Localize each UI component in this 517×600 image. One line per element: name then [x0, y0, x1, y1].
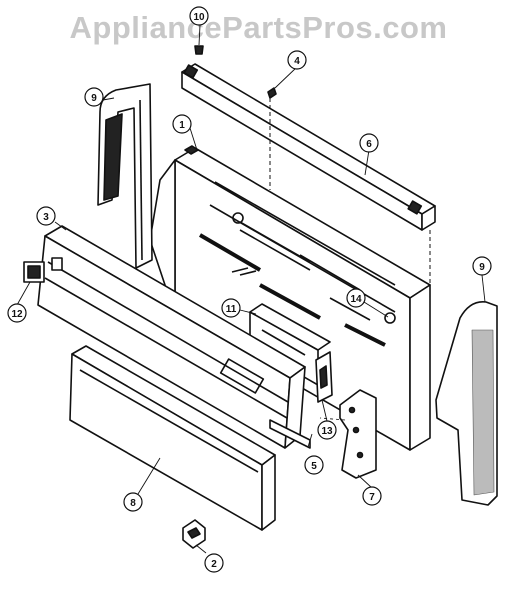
watermark-text: AppliancePartsPros.com	[69, 10, 448, 45]
callout-3: 3	[36, 206, 56, 226]
callout-10: 10	[189, 6, 209, 26]
callout-1-label: 1	[179, 120, 185, 131]
part-9-left-side-trim	[97, 83, 153, 269]
part-8-lower-panel	[69, 345, 276, 531]
part-9-right-side-trim	[435, 301, 498, 506]
callout-13: 13	[317, 420, 337, 440]
callout-14: 14	[346, 288, 366, 308]
part-13-clip	[315, 351, 333, 403]
callout-2: 2	[204, 553, 224, 573]
callout-2-label: 2	[211, 559, 217, 570]
part-12-switch	[23, 261, 45, 283]
callout-3-label: 3	[43, 212, 49, 223]
callout-10-label: 10	[193, 12, 205, 23]
callout-8-label: 8	[130, 498, 136, 509]
callout-9-right-label: 9	[479, 262, 485, 273]
callout-4: 4	[287, 50, 307, 70]
callout-6-label: 6	[366, 139, 372, 150]
part-4-screw	[267, 87, 277, 99]
callout-9-right: 9	[472, 256, 492, 276]
part-1-control-frame	[149, 145, 431, 451]
callout-12: 12	[7, 303, 27, 323]
callout-5-label: 5	[311, 461, 317, 472]
callout-5: 5	[304, 455, 324, 475]
part-5-strip	[269, 419, 311, 449]
callout-6: 6	[359, 133, 379, 153]
callout-11-label: 11	[226, 304, 237, 315]
callout-1: 1	[172, 114, 192, 134]
part-2-clip	[182, 519, 206, 549]
part-3-front-panel	[37, 225, 306, 449]
callout-4-label: 4	[294, 56, 300, 67]
callout-8: 8	[123, 492, 143, 512]
part-10-screw	[194, 45, 204, 55]
callout-7-label: 7	[369, 492, 375, 503]
callout-13-label: 13	[321, 426, 333, 437]
callout-11: 11	[221, 298, 241, 318]
callout-9-left: 9	[84, 87, 104, 107]
callout-9-left-label: 9	[91, 93, 97, 104]
callout-12-label: 12	[11, 309, 23, 320]
callout-7: 7	[362, 486, 382, 506]
part-6-top-rail	[181, 63, 436, 231]
part-7-bracket	[339, 389, 377, 479]
callout-14-label: 14	[350, 294, 362, 305]
